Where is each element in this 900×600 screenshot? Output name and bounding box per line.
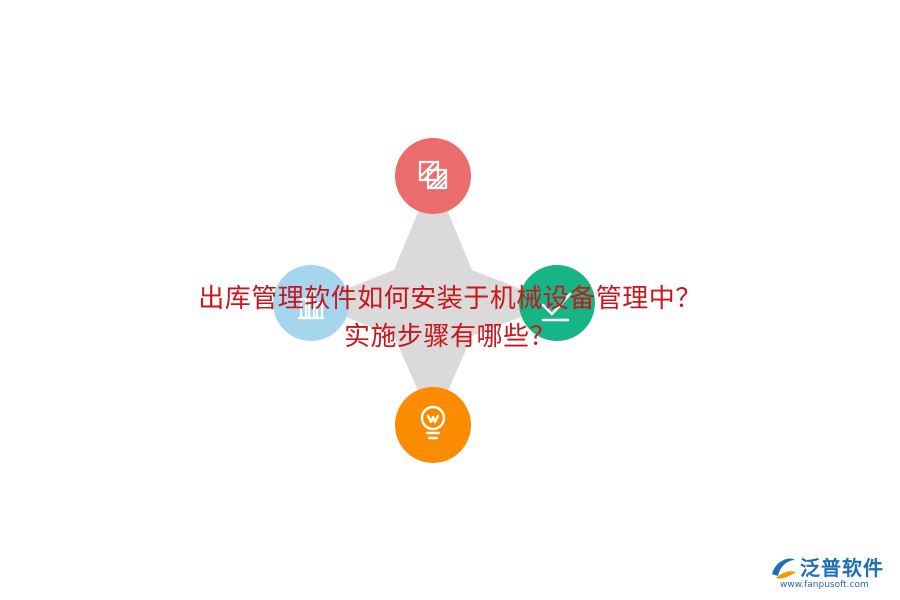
star-shape: [311, 176, 557, 425]
bar-chart-icon: [298, 291, 324, 320]
title-line-1: 出库管理软件如何安装于机械设备管理中？: [198, 284, 702, 314]
node-bottom: [395, 387, 471, 463]
lightbulb-icon: [420, 405, 446, 440]
title-line-2: 实施步骤有哪些？: [343, 322, 556, 352]
node-top: [395, 138, 471, 214]
logo-name: 泛普软件: [800, 556, 884, 580]
logo-url: www.fanpusoft.com: [780, 580, 869, 590]
node-right: [519, 265, 595, 341]
striped-squares-icon: [418, 160, 448, 190]
logo-mark-icon: [772, 558, 796, 579]
node-left: [273, 265, 349, 341]
checkmark-icon: [541, 292, 572, 322]
brand-logo: 泛普软件 www.fanpusoft.com: [766, 552, 894, 596]
